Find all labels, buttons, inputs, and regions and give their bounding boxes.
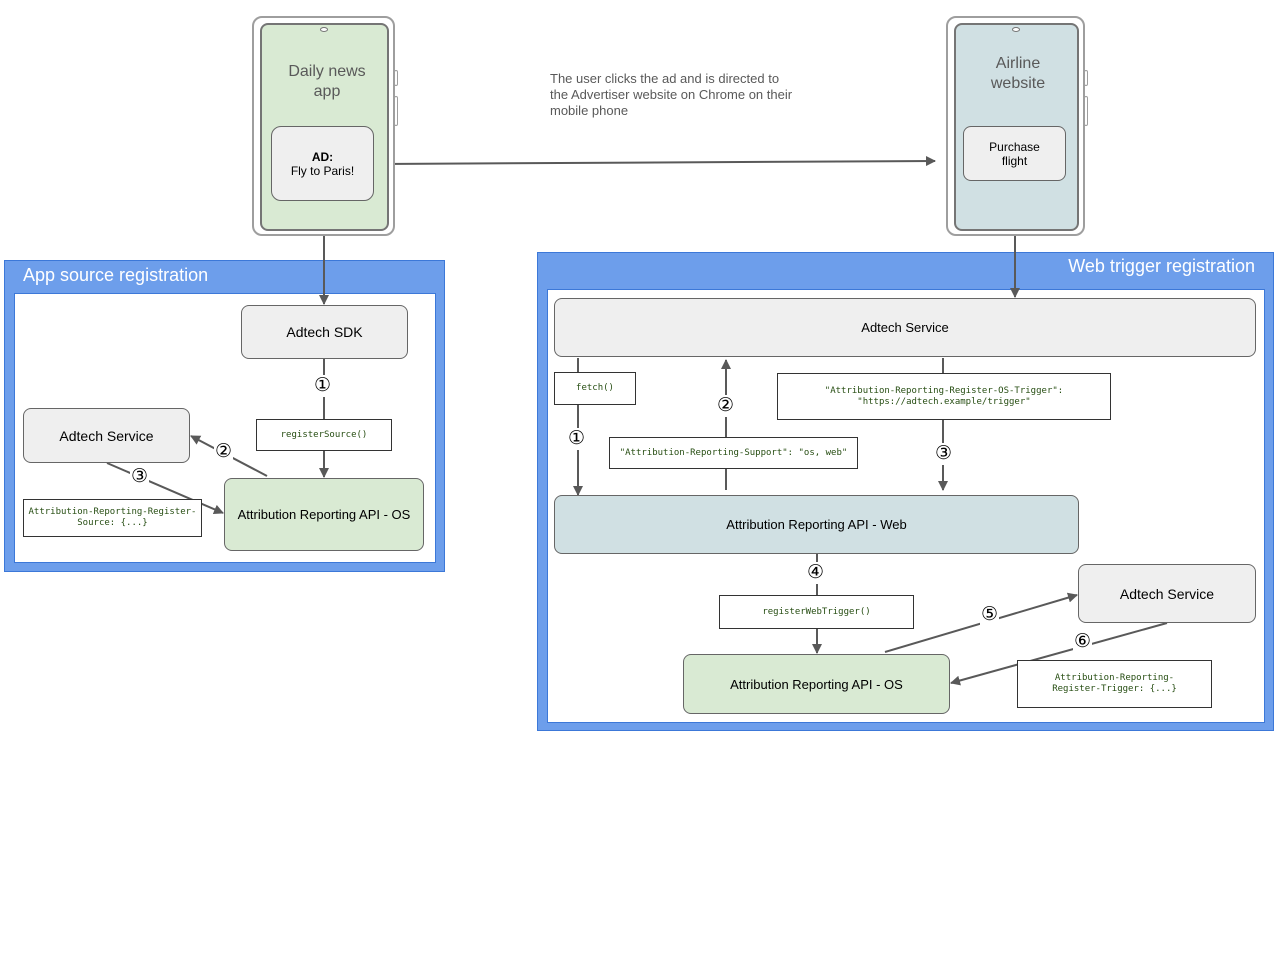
web-step-3-marker: ③ bbox=[934, 443, 954, 465]
click-arrow bbox=[371, 156, 936, 167]
camera-notch bbox=[320, 27, 328, 32]
adtech-service-box: Adtech Service bbox=[23, 408, 190, 463]
ad-card[interactable]: AD: Fly to Paris! bbox=[271, 126, 374, 201]
step-2-marker: ② bbox=[214, 441, 234, 463]
web-step-1-marker: ① bbox=[567, 428, 587, 450]
web-adtech-service-2-box: Adtech Service bbox=[1078, 564, 1256, 623]
phone-side-button bbox=[1084, 96, 1088, 126]
adtech-sdk-box: Adtech SDK bbox=[241, 305, 408, 359]
airline-title: Airline website bbox=[990, 55, 1046, 92]
fetch-code: fetch() bbox=[554, 372, 636, 405]
phone-side-button bbox=[1084, 70, 1088, 86]
register-source-header-code: Attribution-Reporting-Register- Source: … bbox=[23, 499, 202, 537]
web-adtech-service-box: Adtech Service bbox=[554, 298, 1256, 357]
step-3-marker: ③ bbox=[130, 466, 150, 488]
web-step-5-marker: ⑤ bbox=[980, 604, 1000, 626]
register-os-trigger-code: "Attribution-Reporting-Register-OS-Trigg… bbox=[777, 373, 1111, 420]
web-panel-title: Web trigger registration bbox=[1068, 256, 1255, 276]
register-source-code: registerSource() bbox=[256, 419, 392, 451]
step-1-marker: ① bbox=[313, 375, 333, 397]
support-header-code: "Attribution-Reporting-Support": "os, we… bbox=[609, 437, 858, 469]
ad-label: AD: bbox=[311, 150, 334, 164]
api-web-box: Attribution Reporting API - Web bbox=[554, 495, 1079, 554]
ad-text: Fly to Paris! bbox=[290, 164, 355, 178]
api-os-box: Attribution Reporting API - OS bbox=[224, 478, 424, 551]
web-step-4-marker: ④ bbox=[806, 562, 826, 584]
phone-side-button bbox=[394, 96, 398, 126]
service-to-os-arrow bbox=[950, 622, 1168, 686]
register-web-trigger-code: registerWebTrigger() bbox=[719, 595, 914, 629]
app-panel-title: App source registration bbox=[23, 265, 209, 285]
news-app-title: Daily news app bbox=[288, 63, 366, 100]
web-api-os-box: Attribution Reporting API - OS bbox=[683, 654, 950, 714]
phone-side-button bbox=[394, 70, 398, 86]
camera-notch bbox=[1012, 27, 1020, 32]
purchase-flight-button[interactable]: Purchase flight bbox=[963, 126, 1066, 181]
web-step-6-marker: ⑥ bbox=[1073, 631, 1093, 653]
service-to-api-arrow bbox=[106, 462, 224, 515]
click-note: The user clicks the ad and is directed t… bbox=[550, 71, 793, 118]
web-step-2-marker: ② bbox=[716, 395, 736, 417]
register-trigger-header-code: Attribution-Reporting- Register-Trigger:… bbox=[1017, 660, 1212, 708]
